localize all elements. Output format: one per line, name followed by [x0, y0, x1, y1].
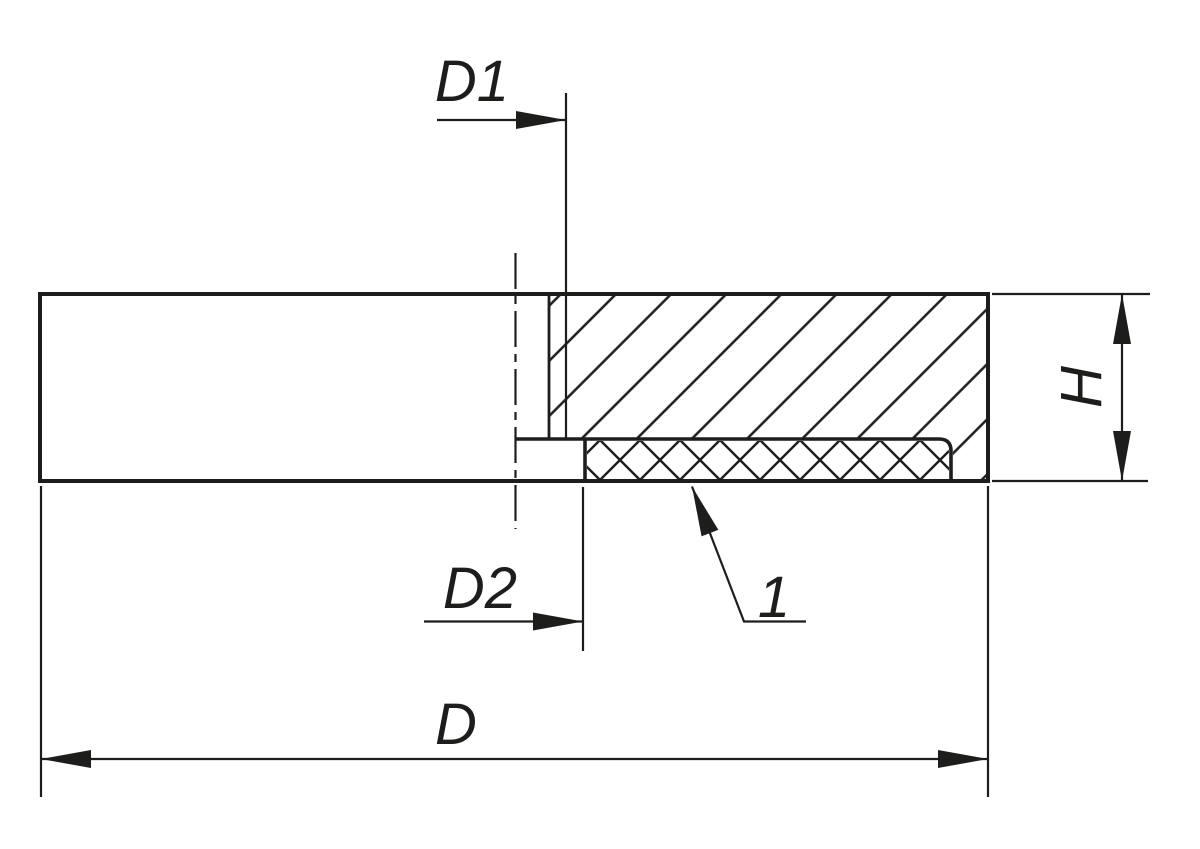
d1-label: D1 — [435, 49, 509, 114]
magnet-section-crosshatch — [587, 441, 949, 480]
part-geometry — [38, 93, 990, 529]
callout-item1 — [690, 486, 806, 623]
magnet-pocket-edge — [516, 437, 953, 481]
dimension-d2 — [424, 487, 585, 651]
pot-outline — [38, 292, 990, 483]
steel-section-hatch — [549, 294, 988, 481]
dimension-d — [39, 486, 990, 797]
dimension-h — [992, 292, 1150, 483]
item1-label: 1 — [758, 565, 790, 630]
d-label: D — [435, 692, 477, 757]
h-label: H — [1049, 366, 1114, 408]
d2-label: D2 — [443, 556, 517, 621]
item1-leader-line — [690, 486, 806, 623]
